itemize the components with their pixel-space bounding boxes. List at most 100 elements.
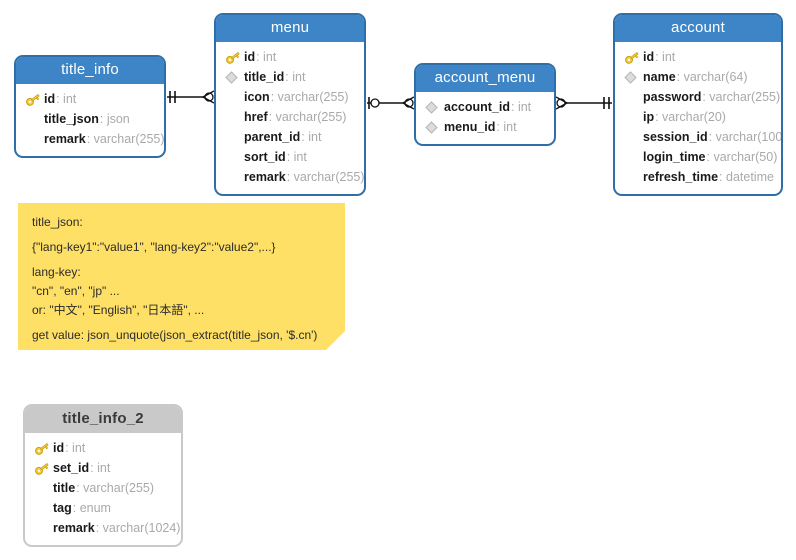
note-line: lang-key:	[32, 265, 81, 279]
key-icon	[34, 440, 53, 456]
note-line: or: "中文", "English", "日本語", ...	[32, 303, 205, 317]
field-type: : int	[256, 50, 277, 64]
field-gutter	[34, 500, 53, 516]
field-row[interactable]: tag: enum	[25, 498, 181, 518]
relationship-title_info-menu[interactable]	[166, 87, 215, 107]
field-name: icon	[244, 90, 270, 104]
field-gutter	[225, 169, 244, 185]
field-name: remark	[53, 521, 95, 535]
field-row[interactable]: ip: varchar(20)	[615, 107, 781, 127]
field-type: : int	[56, 92, 77, 106]
note-line: get value: json_unquote(json_extract(tit…	[32, 328, 318, 342]
field-gutter	[25, 131, 44, 147]
field-name: account_id	[444, 100, 510, 114]
field-name: refresh_time	[643, 170, 719, 184]
field-type: : int	[301, 130, 322, 144]
diamond-icon	[225, 69, 244, 85]
field-type: : int	[65, 441, 86, 455]
field-row[interactable]: session_id: varchar(100)	[615, 127, 781, 147]
field-type: : int	[286, 150, 307, 164]
field-type: : int	[511, 100, 532, 114]
field-name: password	[643, 90, 702, 104]
field-row[interactable]: parent_id: int	[216, 127, 364, 147]
field-type: : enum	[72, 501, 111, 515]
field-name: set_id	[53, 461, 90, 475]
field-name: title_json	[44, 112, 99, 126]
field-row[interactable]: id: int	[216, 47, 364, 67]
field-row[interactable]: id: int	[615, 47, 781, 67]
field-row[interactable]: menu_id: int	[416, 117, 554, 137]
field-row[interactable]: refresh_time: datetime	[615, 167, 781, 187]
field-type: : varchar(1024)	[95, 521, 181, 535]
table-title-menu: menu	[216, 15, 364, 42]
field-row[interactable]: id: int	[25, 438, 181, 458]
field-type: : varchar(255)	[268, 110, 347, 124]
field-type: : varchar(20)	[655, 110, 726, 124]
field-type: : int	[90, 461, 111, 475]
field-row[interactable]: title: varchar(255)	[25, 478, 181, 498]
field-name: menu_id	[444, 120, 496, 134]
field-row[interactable]: set_id: int	[25, 458, 181, 478]
relationship-account_menu-account[interactable]	[555, 93, 613, 113]
sticky-note-title-json[interactable]: title_json: {"lang-key1":"value1", "lang-…	[18, 203, 345, 350]
field-name: id	[53, 441, 65, 455]
field-type: : int	[285, 70, 306, 84]
field-name: remark	[44, 132, 86, 146]
field-gutter	[624, 89, 643, 105]
diamond-icon	[624, 69, 643, 85]
field-row[interactable]: remark: varchar(255)	[16, 129, 164, 149]
field-row[interactable]: href: varchar(255)	[216, 107, 364, 127]
diamond-icon	[425, 119, 444, 135]
field-type: : varchar(255)	[86, 132, 165, 146]
field-row[interactable]: icon: varchar(255)	[216, 87, 364, 107]
field-type: : varchar(64)	[676, 70, 748, 84]
field-gutter	[25, 111, 44, 127]
field-row[interactable]: sort_id: int	[216, 147, 364, 167]
field-row[interactable]: name: varchar(64)	[615, 67, 781, 87]
key-icon	[25, 91, 44, 107]
field-row[interactable]: title_id: int	[216, 67, 364, 87]
field-type: : varchar(255)	[702, 90, 781, 104]
field-name: login_time	[643, 150, 706, 164]
note-line: title_json:	[32, 215, 83, 229]
field-gutter	[225, 109, 244, 125]
field-gutter	[34, 480, 53, 496]
diamond-icon	[425, 99, 444, 115]
field-row[interactable]: remark: varchar(1024)	[25, 518, 181, 538]
field-type: : int	[655, 50, 676, 64]
relationship-menu-account_menu[interactable]	[366, 93, 415, 113]
field-name: ip	[643, 110, 655, 124]
field-row[interactable]: password: varchar(255)	[615, 87, 781, 107]
field-name: remark	[244, 170, 286, 184]
field-row[interactable]: id: int	[16, 89, 164, 109]
field-type: : int	[496, 120, 517, 134]
field-row[interactable]: account_id: int	[416, 97, 554, 117]
field-name: id	[643, 50, 655, 64]
field-row[interactable]: title_json: json	[16, 109, 164, 129]
field-row[interactable]: remark: varchar(255)	[216, 167, 364, 187]
field-type: : varchar(255)	[286, 170, 365, 184]
note-line: {"lang-key1":"value1", "lang-key2":"valu…	[32, 240, 276, 254]
field-type: : varchar(50)	[706, 150, 778, 164]
field-gutter	[624, 109, 643, 125]
field-name: title	[53, 481, 76, 495]
field-type: : varchar(100)	[708, 130, 783, 144]
key-icon	[624, 49, 643, 65]
table-title-title_info: title_info	[16, 57, 164, 84]
field-name: title_id	[244, 70, 285, 84]
table-title-account: account	[615, 15, 781, 42]
field-row[interactable]: login_time: varchar(50)	[615, 147, 781, 167]
field-type: : varchar(255)	[270, 90, 349, 104]
note-fold-corner	[326, 331, 345, 350]
field-gutter	[225, 129, 244, 145]
field-name: session_id	[643, 130, 708, 144]
